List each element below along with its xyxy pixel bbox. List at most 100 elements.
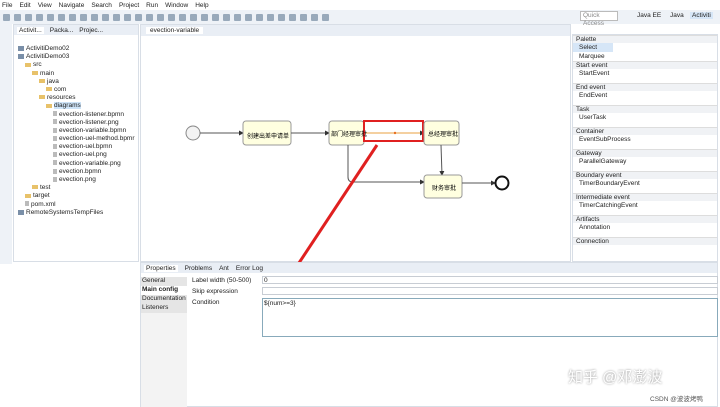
- toolbar-button-icon[interactable]: [311, 13, 318, 21]
- palette-drawer[interactable]: Intermediate event: [573, 193, 717, 201]
- tab-ant[interactable]: Ant: [219, 264, 229, 272]
- palette-item[interactable]: Annotation: [579, 224, 611, 231]
- end-event[interactable]: [494, 175, 510, 191]
- side-tab-main-config[interactable]: Main config: [141, 286, 187, 295]
- toolbar-button-icon[interactable]: [267, 13, 274, 21]
- perspective-activiti[interactable]: Activiti: [690, 12, 713, 19]
- perspective-java[interactable]: Java: [670, 12, 684, 19]
- palette-item[interactable]: Marquee: [579, 53, 605, 60]
- editor-tab[interactable]: evection-variable: [146, 27, 204, 34]
- toolbar-button-icon[interactable]: [113, 13, 120, 21]
- palette-drawer[interactable]: Task: [573, 105, 717, 113]
- tab-problems[interactable]: Problems: [184, 264, 213, 272]
- tree-item[interactable]: com: [14, 86, 138, 94]
- palette-drawer[interactable]: End event: [573, 83, 717, 91]
- palette-drawer[interactable]: Gateway: [573, 149, 717, 157]
- side-tab-general[interactable]: General: [141, 277, 187, 286]
- condition-textarea[interactable]: ${num>=3}: [262, 298, 718, 337]
- toolbar-button-icon[interactable]: [80, 13, 87, 21]
- start-event[interactable]: [185, 125, 201, 141]
- toolbar-button-icon[interactable]: [69, 13, 76, 21]
- menu-help[interactable]: Help: [195, 1, 209, 9]
- menu-search[interactable]: Search: [91, 1, 112, 9]
- toolbar-button-icon[interactable]: [91, 13, 98, 21]
- toolbar-button-icon[interactable]: [58, 13, 65, 21]
- sequence-flow[interactable]: [347, 145, 425, 185]
- skip-expression-input[interactable]: [262, 287, 718, 295]
- toolbar-button-icon[interactable]: [234, 13, 241, 21]
- tree-item[interactable]: evection-uel-method.bpmr: [14, 135, 138, 143]
- palette-item[interactable]: ParallelGateway: [579, 158, 627, 165]
- tab-package-explorer[interactable]: Packa...: [49, 26, 74, 34]
- toolbar-button-icon[interactable]: [14, 13, 21, 21]
- palette-item[interactable]: StartEvent: [579, 70, 610, 77]
- label-width-input[interactable]: 0: [262, 276, 718, 284]
- toolbar-button-icon[interactable]: [135, 13, 142, 21]
- tree-item[interactable]: diagrams: [14, 102, 138, 110]
- tab-properties[interactable]: Properties: [144, 264, 178, 272]
- toolbar-button-icon[interactable]: [146, 13, 153, 21]
- palette-item[interactable]: Select: [573, 43, 613, 52]
- palette-drawer[interactable]: Boundary event: [573, 171, 717, 179]
- tree-item[interactable]: ActivitiDemo03: [14, 53, 138, 61]
- toolbar-button-icon[interactable]: [168, 13, 175, 21]
- menu-view[interactable]: View: [37, 1, 52, 9]
- menu-project[interactable]: Project: [118, 1, 140, 9]
- tree-item[interactable]: evection-variable.bpmn: [14, 127, 138, 135]
- toolbar-button-icon[interactable]: [102, 13, 109, 21]
- tree-item[interactable]: pom.xml: [14, 201, 138, 209]
- tree-item[interactable]: target: [14, 192, 138, 200]
- menu-edit[interactable]: Edit: [19, 1, 31, 9]
- toolbar-button-icon[interactable]: [201, 13, 208, 21]
- toolbar-button-icon[interactable]: [179, 13, 186, 21]
- palette-item[interactable]: EndEvent: [579, 92, 608, 99]
- toolbar-button-icon[interactable]: [322, 13, 329, 21]
- toolbar-button-icon[interactable]: [223, 13, 230, 21]
- tree-item[interactable]: evection.bpmn: [14, 168, 138, 176]
- flow-midpoint-handle[interactable]: [393, 131, 397, 135]
- tree-item[interactable]: resources: [14, 94, 138, 102]
- palette-drawer[interactable]: Start event: [573, 61, 717, 69]
- palette-drawer[interactable]: Container: [573, 127, 717, 135]
- toolbar-button-icon[interactable]: [124, 13, 131, 21]
- menu-file[interactable]: File: [2, 1, 13, 9]
- toolbar-button-icon[interactable]: [157, 13, 164, 21]
- tree-item[interactable]: evection-variable.png: [14, 160, 138, 168]
- tree-item[interactable]: src: [14, 61, 138, 69]
- tree-item[interactable]: RemoteSystemsTempFiles: [14, 209, 138, 217]
- palette-item[interactable]: EventSubProcess: [579, 136, 631, 143]
- toolbar-button-icon[interactable]: [256, 13, 263, 21]
- sequence-flow[interactable]: [439, 144, 445, 176]
- toolbar-button-icon[interactable]: [278, 13, 285, 21]
- palette-item[interactable]: UserTask: [579, 114, 607, 121]
- toolbar-button-icon[interactable]: [289, 13, 296, 21]
- side-tab-documentation[interactable]: Documentation: [141, 295, 187, 304]
- toolbar-button-icon[interactable]: [3, 13, 10, 21]
- tree-item[interactable]: evection-listener.bpmn: [14, 111, 138, 119]
- tree-item[interactable]: evection.png: [14, 176, 138, 184]
- toolbar-button-icon[interactable]: [245, 13, 252, 21]
- tree-item[interactable]: main: [14, 70, 138, 78]
- palette-drawer[interactable]: Artifacts: [573, 215, 717, 223]
- task-finance[interactable]: [423, 174, 463, 199]
- side-tab-listeners[interactable]: Listeners: [141, 304, 187, 313]
- toolbar-button-icon[interactable]: [47, 13, 54, 21]
- palette-item[interactable]: TimerBoundaryEvent: [579, 180, 640, 187]
- tree-item[interactable]: java: [14, 78, 138, 86]
- bpmn-canvas[interactable]: 创建出差申请单 部门经理审批 总经理审批 财务审批: [141, 25, 572, 263]
- tree-item[interactable]: evection-uel.png: [14, 151, 138, 159]
- perspective-java-ee[interactable]: Java EE: [637, 12, 661, 19]
- tree-item[interactable]: ActivitiDemo02: [14, 45, 138, 53]
- menu-navigate[interactable]: Navigate: [58, 1, 85, 9]
- tree-item[interactable]: evection-listener.png: [14, 119, 138, 127]
- menu-run[interactable]: Run: [146, 1, 159, 9]
- toolbar-button-icon[interactable]: [190, 13, 197, 21]
- tree-item[interactable]: test: [14, 184, 138, 192]
- tab-error-log[interactable]: Error Log: [235, 264, 263, 272]
- toolbar-button-icon[interactable]: [25, 13, 32, 21]
- toolbar-button-icon[interactable]: [36, 13, 43, 21]
- toolbar-button-icon[interactable]: [300, 13, 307, 21]
- tab-activiti-explorer[interactable]: Activit...: [17, 26, 44, 34]
- quick-access-input[interactable]: Quick Access: [580, 11, 618, 27]
- toolbar-button-icon[interactable]: [212, 13, 219, 21]
